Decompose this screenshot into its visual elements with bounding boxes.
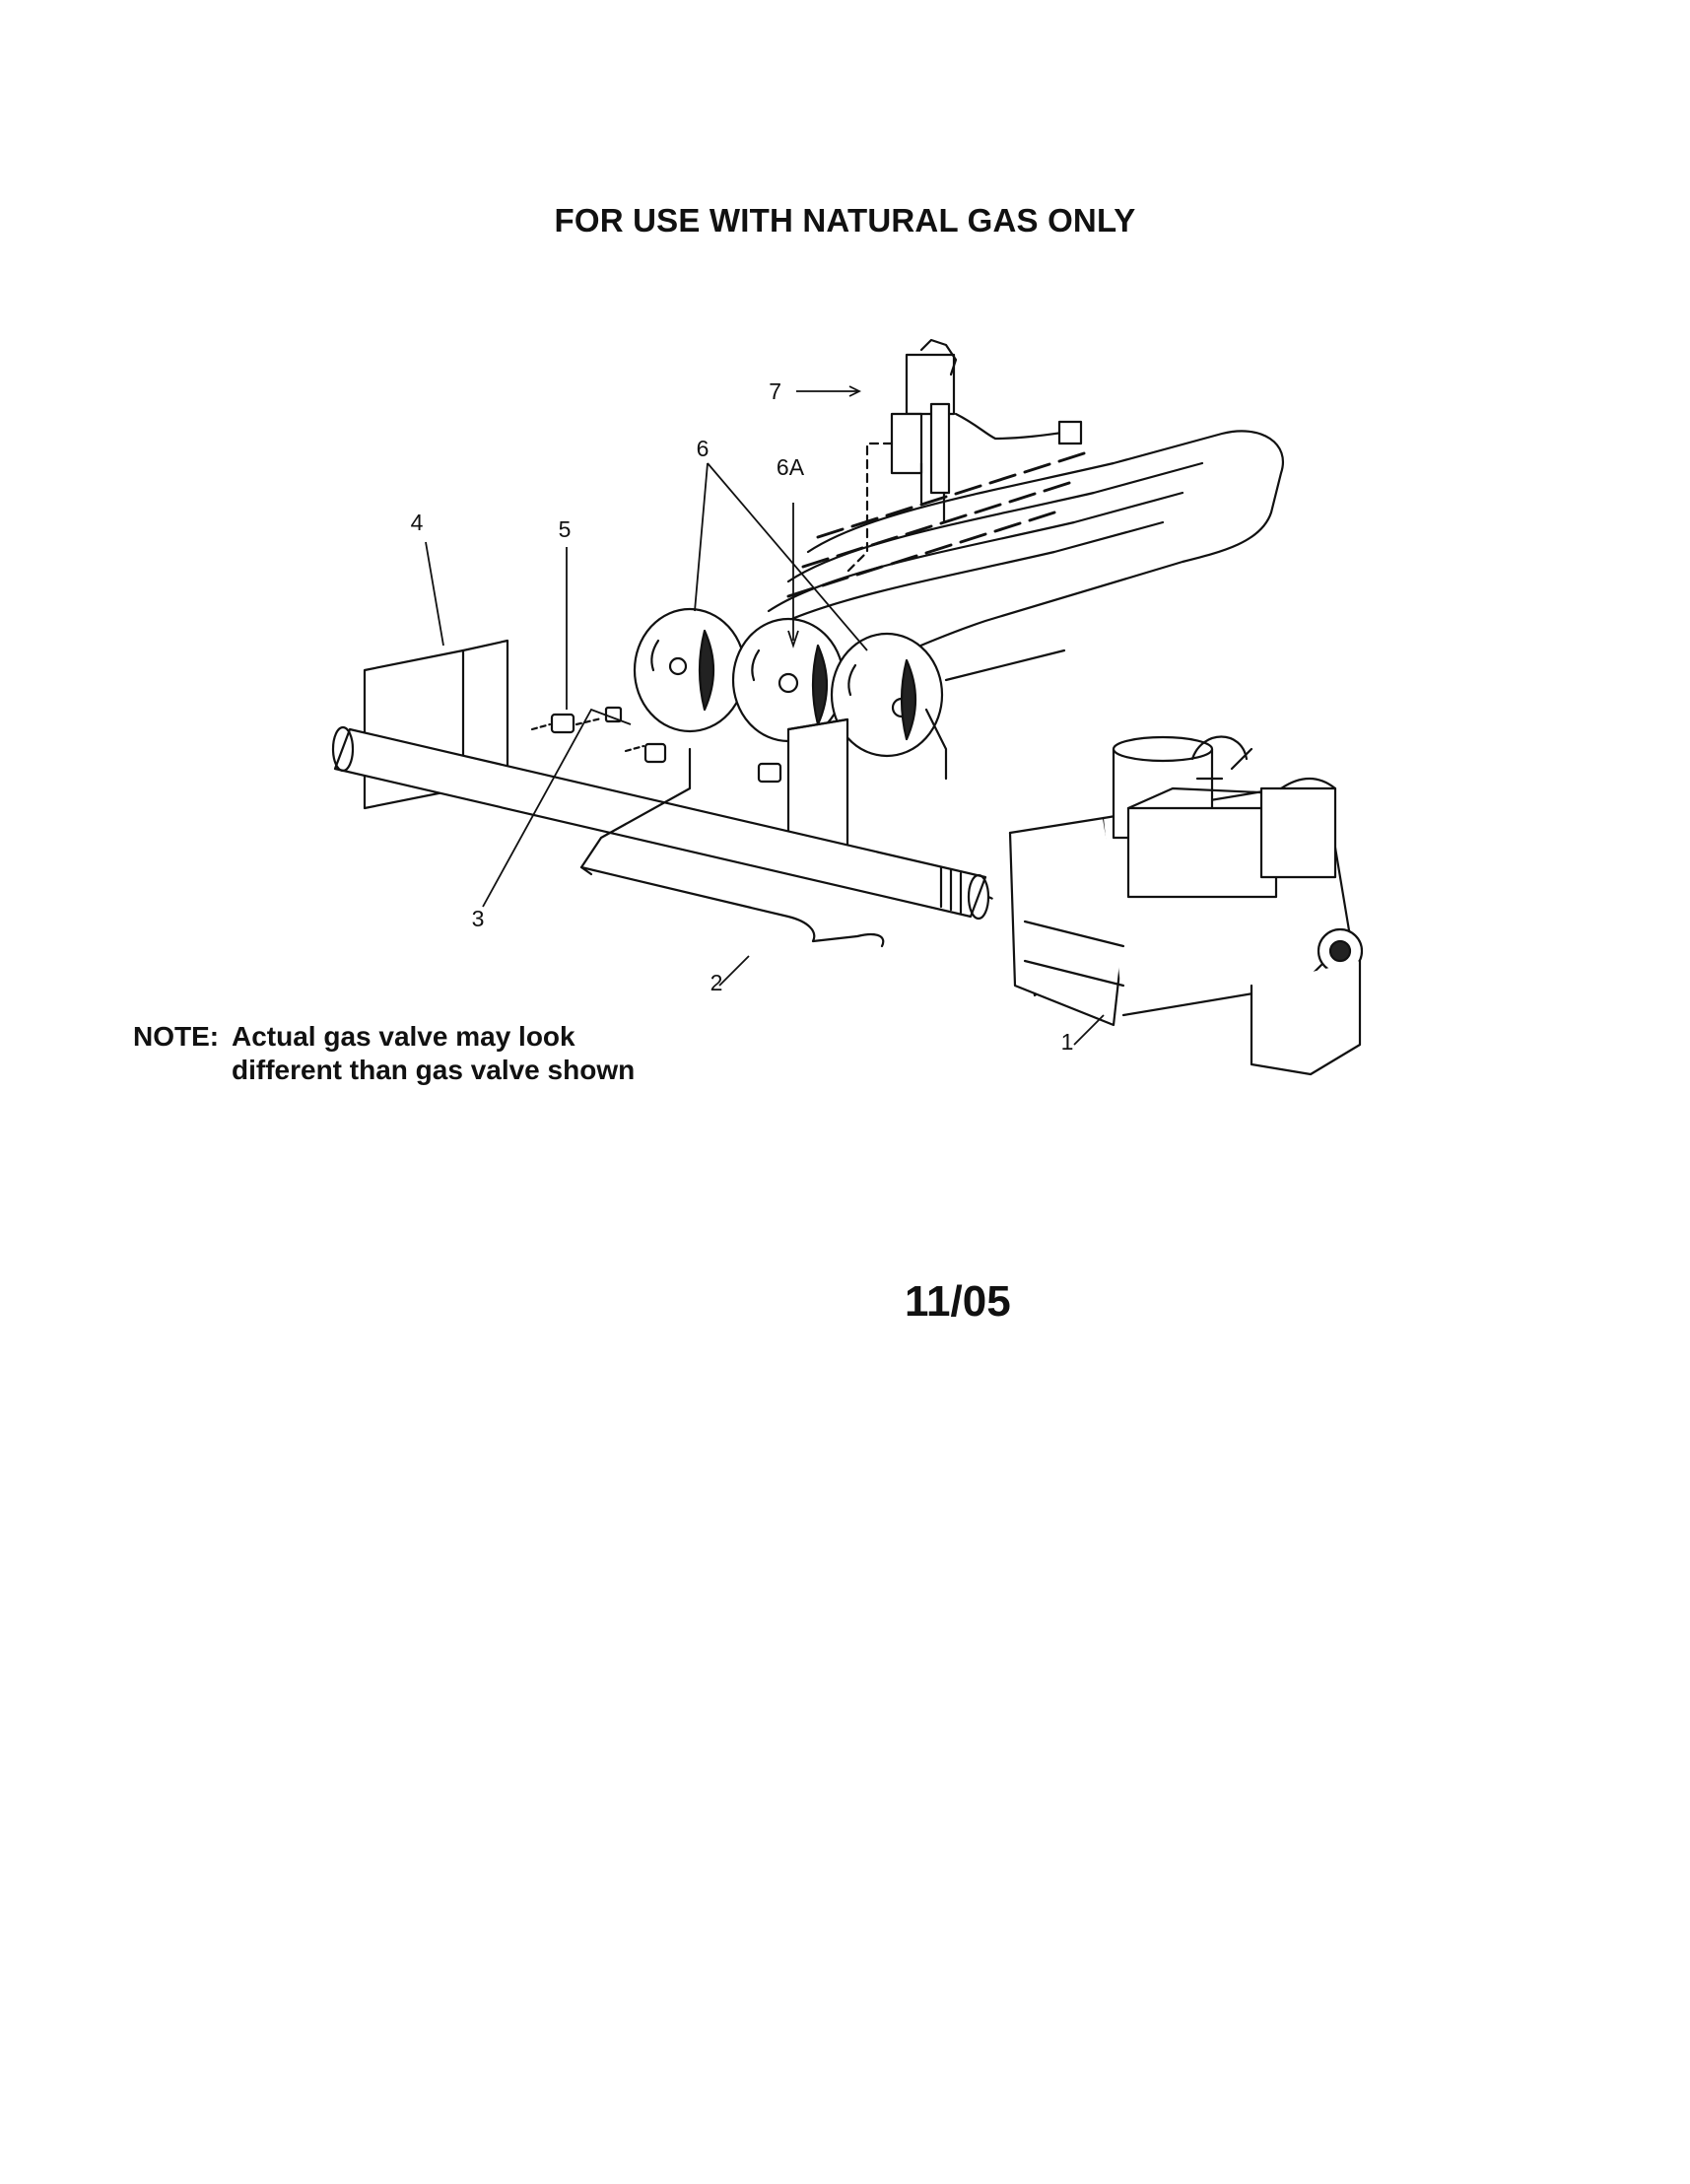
date-code: 11/05: [905, 1277, 1011, 1326]
callout-6a: 6A: [777, 454, 805, 480]
leader-lines: [425, 385, 1105, 1046]
burner-tubes: [747, 430, 1284, 682]
page-title: FOR USE WITH NATURAL GAS ONLY: [554, 202, 1136, 239]
note-line-2: different than gas valve shown: [232, 1055, 636, 1085]
callout-6: 6: [697, 436, 710, 461]
callout-1: 1: [1061, 1029, 1074, 1055]
pilot-tubing: [579, 747, 885, 948]
callout-4: 4: [411, 510, 424, 535]
note-line-1: Actual gas valve may look: [232, 1021, 575, 1052]
callout-2: 2: [710, 970, 723, 995]
note-label: NOTE:: [133, 1021, 220, 1052]
manifold-pipe: [331, 725, 997, 921]
orifices: [530, 706, 782, 784]
callout-3: 3: [472, 906, 485, 931]
callout-5: 5: [559, 516, 572, 542]
gas-valve-note: NOTE: Actual gas valve may look different…: [133, 1020, 635, 1087]
burner-venturi-discs: [633, 607, 948, 781]
gas-valve: [1008, 735, 1364, 1076]
callout-7: 7: [769, 378, 781, 404]
pilot-assembly: [845, 338, 1083, 574]
